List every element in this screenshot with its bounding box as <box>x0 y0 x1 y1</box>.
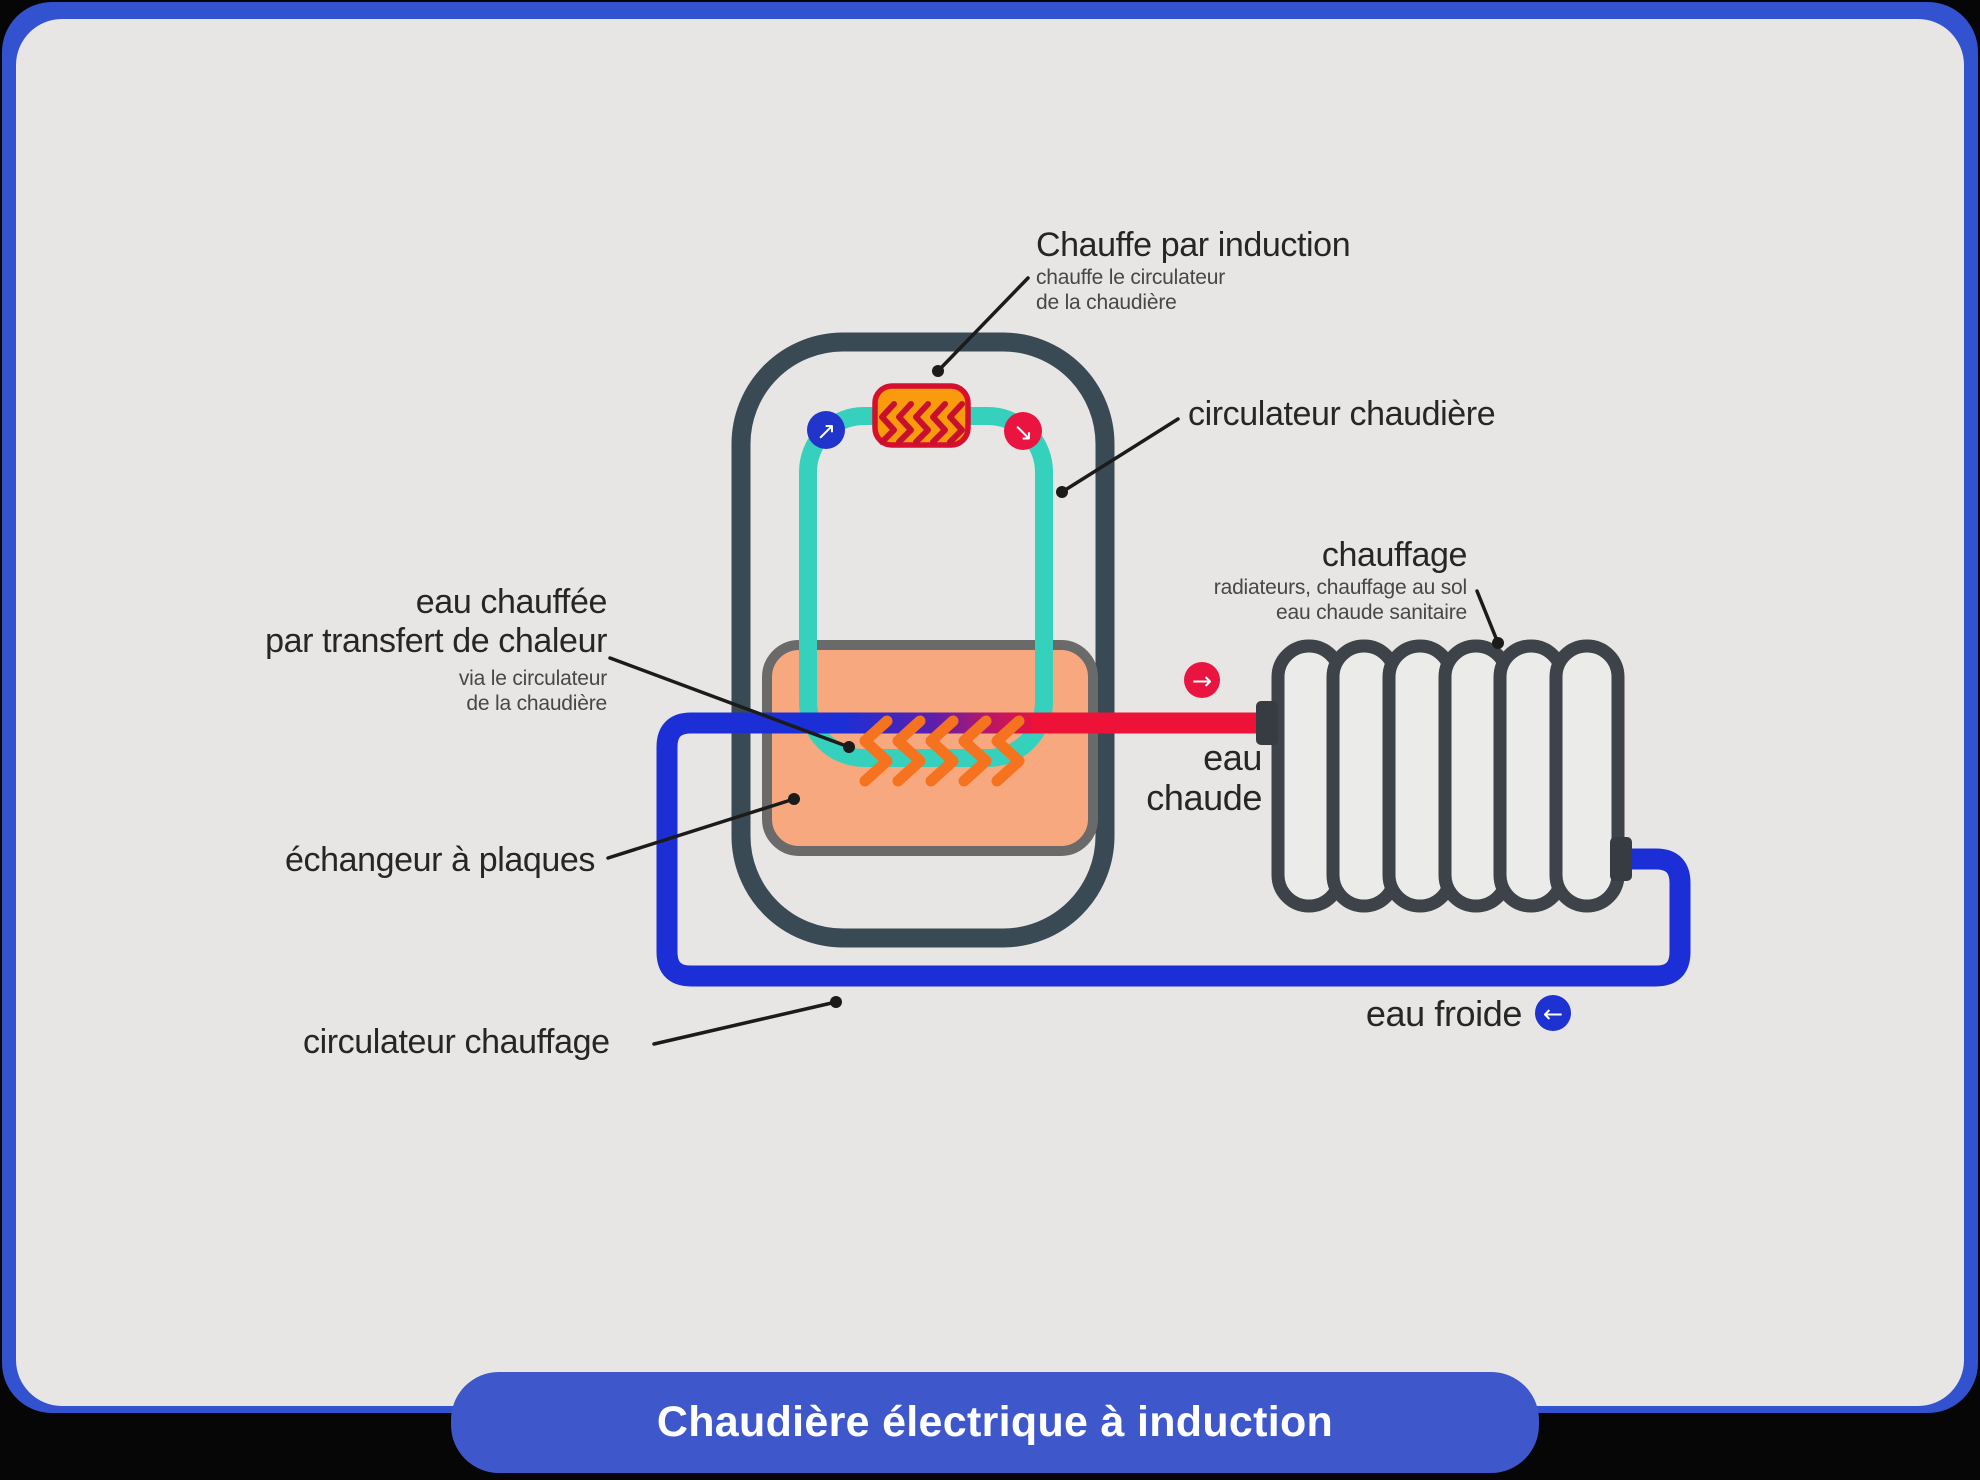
label-title: circulateur chauffage <box>303 1023 610 1061</box>
radiator-outlet-connector <box>1610 837 1632 881</box>
label-title: circulateur chaudière <box>1188 395 1496 433</box>
label-chauffe-par-induction: Chauffe par induction chauffe le circula… <box>1036 226 1456 315</box>
label-circulateur-chauffage: circulateur chauffage <box>303 1023 723 1062</box>
label-chauffage: chauffage radiateurs, chauffage au sol e… <box>1100 536 1468 625</box>
label-title: chauffage <box>1321 536 1468 574</box>
cold-water-flow-badge: ← <box>1535 995 1571 1031</box>
heat-waves-icon <box>879 401 965 445</box>
label-subtitle: via le circulateur <box>458 667 607 690</box>
page-title: Chaudière électrique à induction <box>656 1398 1334 1446</box>
label-subtitle: eau chaude sanitaire <box>1276 601 1467 624</box>
label-eau-chauffee: eau chauffée par transfert de chaleur vi… <box>200 583 607 716</box>
boiler-shell <box>731 332 1115 948</box>
flow-up-badge: ↗ <box>807 411 845 449</box>
label-echangeur-a-plaques: échangeur à plaques <box>200 841 595 880</box>
label-subtitle: radiateurs, chauffage au sol <box>1213 576 1467 599</box>
label-title: par transfert de chaleur <box>265 622 607 660</box>
label-subtitle: chauffe le circulateur <box>1036 266 1225 289</box>
radiator <box>1271 639 1625 913</box>
label-title: eau chauffée <box>415 583 608 621</box>
label-title: échangeur à plaques <box>285 841 595 879</box>
label-subtitle: de la chaudière <box>1036 291 1177 314</box>
arrow-right-icon: → <box>1192 667 1212 695</box>
label-title: eau <box>1203 737 1262 778</box>
title-banner: Chaudière électrique à induction <box>451 1372 1539 1473</box>
label-title: chaude <box>1146 777 1262 818</box>
label-circulateur-chaudiere: circulateur chaudière <box>1188 395 1608 434</box>
induction-heater <box>872 383 971 448</box>
label-title: Chauffe par induction <box>1036 226 1351 264</box>
label-title: eau froide <box>1365 993 1523 1034</box>
leader-lines <box>606 276 1504 1046</box>
plate-exchanger <box>762 640 1098 856</box>
radiator-inlet-connector <box>1256 701 1278 745</box>
label-subtitle: de la chaudière <box>466 692 607 715</box>
label-eau-froide: eau froide <box>1300 993 1523 1034</box>
arrow-up-right-icon: ↗ <box>816 417 836 445</box>
hot-water-flow-badge: → <box>1184 662 1220 698</box>
flow-down-badge: ↘ <box>1004 412 1042 450</box>
heat-waves-icon <box>859 715 1025 787</box>
cold-water-pipe <box>656 712 1691 987</box>
label-eau-chaude: eau chaude <box>1080 738 1262 818</box>
arrow-left-icon: ← <box>1543 1000 1563 1028</box>
arrow-down-right-icon: ↘ <box>1013 418 1033 446</box>
